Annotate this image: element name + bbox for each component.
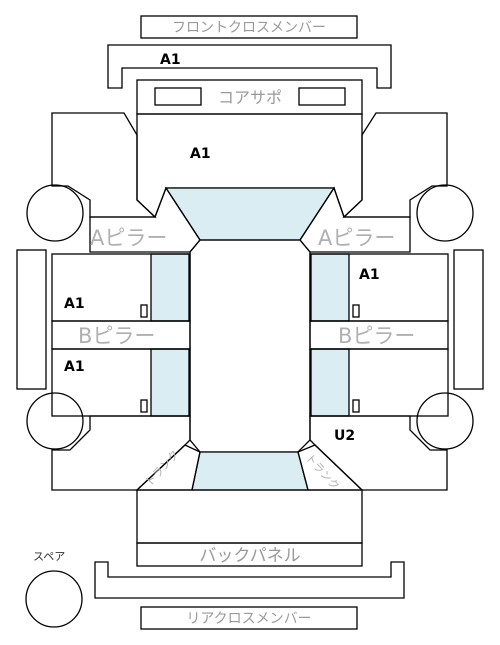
front-fender-right <box>342 112 448 218</box>
a-pillar-right-label: Aピラー <box>318 226 395 250</box>
side-glass-left-front <box>150 253 190 322</box>
front-cross-member-box <box>140 15 358 39</box>
rear-cross-member-box <box>140 606 358 630</box>
side-sill-right <box>453 249 484 390</box>
front-cross-member-label: フロントクロスメンバー <box>172 20 326 36</box>
wheel-rear-right <box>416 392 474 450</box>
rear-bumper-outline <box>94 561 405 599</box>
wheel-front-left <box>26 184 84 242</box>
front-bumper-code: A1 <box>160 52 181 68</box>
trunk-lid <box>136 489 363 544</box>
wheel-front-right <box>416 184 474 242</box>
wheel-rear-left <box>26 392 84 450</box>
windshield-glass <box>164 187 336 241</box>
rear-window-glass <box>191 451 309 491</box>
side-glass-right-rear <box>310 348 350 417</box>
headlight-left <box>154 87 202 106</box>
headlight-right <box>298 87 346 106</box>
trunk-right-label: トランク <box>303 451 342 492</box>
door-handle-front-right <box>352 304 360 318</box>
door-handle-rear-left <box>140 399 148 413</box>
spare-tire <box>25 570 83 628</box>
core-support-label: コアサポ <box>218 88 282 107</box>
spare-label: スペア <box>33 550 65 563</box>
door-front-left-code: A1 <box>64 296 85 312</box>
front-fender-left <box>51 112 157 218</box>
roof-outline <box>189 239 311 453</box>
door-front-right-code: A1 <box>359 267 380 283</box>
rear-quarter-right-code: U2 <box>334 428 355 444</box>
hood-code: A1 <box>190 146 211 162</box>
a-pillar-left-label: Aピラー <box>90 226 167 250</box>
side-glass-left-rear <box>150 348 190 417</box>
rear-quarter-left <box>51 415 191 491</box>
b-pillar-right-label: Bピラー <box>338 324 415 348</box>
back-panel-label: バックパネル <box>199 546 300 566</box>
door-rear-left-code: A1 <box>64 359 85 375</box>
side-glass-right-front <box>310 253 350 322</box>
b-pillar-right-outline <box>309 320 449 350</box>
door-handle-rear-right <box>352 399 360 413</box>
rear-cross-member-label: リアクロスメンバー <box>186 611 311 627</box>
rear-quarter-right <box>309 415 448 491</box>
back-panel-box <box>136 542 363 567</box>
side-sill-left <box>16 249 47 390</box>
b-pillar-left-outline <box>51 320 191 350</box>
b-pillar-left-label: Bピラー <box>78 324 155 348</box>
trunk-left-label: トランク <box>143 448 182 489</box>
door-handle-front-left <box>140 304 148 318</box>
front-bumper-outline <box>107 44 392 89</box>
